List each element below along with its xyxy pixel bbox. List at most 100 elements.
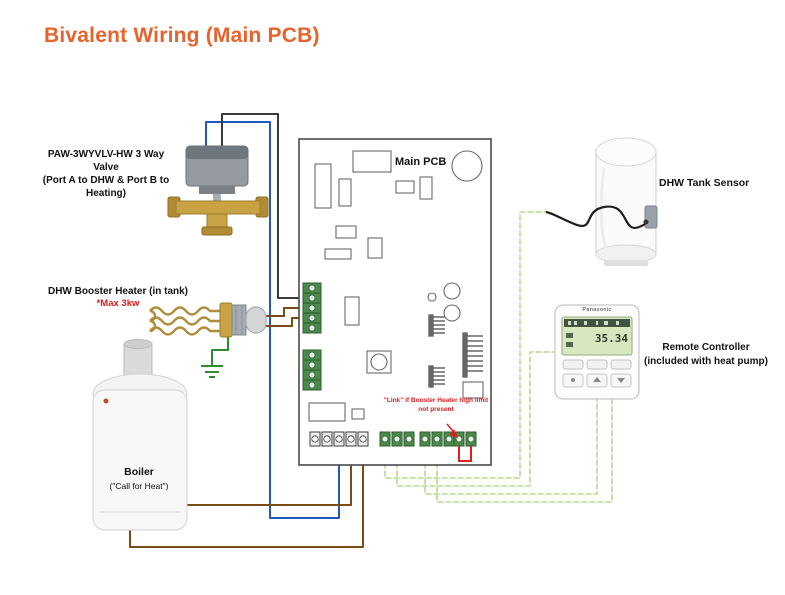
pin-header-pins [433, 367, 445, 385]
pcb-component [352, 150, 392, 173]
wire-boiler-brown-1 [185, 446, 352, 506]
terminal-screw [335, 435, 343, 443]
wire-booster-brown-1 [265, 307, 305, 317]
heater-coil-tube [149, 306, 222, 316]
pcb-capacitor [443, 282, 461, 300]
pcb-terminal-block-left-2 [302, 349, 322, 391]
terminal-screw [308, 314, 316, 322]
terminal-screw [393, 435, 401, 443]
tank-sensor-pocket [644, 205, 658, 229]
terminal-screw [308, 304, 316, 312]
heater-cap [245, 306, 267, 334]
valve-mount [199, 186, 235, 194]
heater-coil-tube [149, 316, 222, 326]
terminal-screw [433, 435, 441, 443]
dhw-tank [545, 137, 658, 266]
terminal-screw [311, 435, 319, 443]
lcd-status-icons [568, 321, 619, 325]
lcd-status-icon [568, 321, 571, 325]
pcb-relay-coil [370, 353, 388, 371]
remote-controller-label: Remote Controller (included with heat pu… [644, 342, 768, 367]
wire-boiler-brown-2 [129, 446, 364, 548]
heater-hex-facets [235, 305, 243, 335]
pin-header-pins [433, 316, 445, 334]
three-way-valve [167, 145, 269, 236]
boiler-label-group: Boiler ("Call for Heat") [96, 466, 182, 491]
remote-down-icon [617, 378, 625, 383]
wire-sensor-dashed-1 [384, 211, 548, 479]
terminal-screw [381, 435, 389, 443]
main-pcb-label: Main PCB [395, 156, 447, 168]
terminal-screw [347, 435, 355, 443]
booster-label-group: DHW Booster Heater (in tank) *Max 3kw [28, 286, 208, 309]
wire-sensor-dashed-4 [436, 398, 613, 503]
terminal-screw [308, 284, 316, 292]
remote-button [586, 359, 608, 370]
pcb-pin-headers [428, 314, 483, 388]
wire-valve-black [221, 113, 305, 299]
valve-stem [213, 194, 221, 201]
wire-sensor-dashed-3 [424, 398, 598, 495]
pcb-components [308, 150, 484, 422]
booster-link-wire [446, 423, 472, 462]
remote-button [610, 359, 632, 370]
remote-brand-label: Panasonic [582, 307, 612, 313]
tank-sensor-label: DHW Tank Sensor [659, 177, 750, 189]
pcb-component [335, 225, 357, 239]
tank-sensor-plug [643, 219, 649, 225]
lcd-status-icon [604, 321, 608, 325]
terminal-screw [308, 371, 316, 379]
tank-sensor-cable [545, 205, 646, 229]
pin-header-spine [428, 365, 434, 388]
terminal-screw [308, 324, 316, 332]
booster-heater [149, 302, 267, 338]
pcb-component [314, 163, 332, 209]
heater-coil-tube [149, 326, 222, 336]
valve-bottom-port [206, 213, 228, 228]
pin-header-spine [428, 314, 434, 337]
boiler-sublabel: ("Call for Heat") [109, 481, 169, 491]
lcd-status-icon [596, 321, 598, 325]
boiler-pilot-light [103, 398, 109, 404]
remote-select-icon [571, 378, 575, 382]
tank-body [595, 149, 657, 255]
booster-label: DHW Booster Heater (in tank) [47, 286, 188, 297]
pcb-component [308, 402, 346, 422]
terminal-screw [308, 351, 316, 359]
heater-coil-bend [149, 319, 157, 333]
valve-actuator-cap [186, 146, 248, 159]
pcb-terminal-strip-bottom [309, 431, 477, 447]
remote-button [562, 359, 584, 370]
pin-header-spine [462, 332, 468, 378]
valve-label: PAW-3WYVLV-HW 3 Way Valve (Port A to DHW… [42, 149, 170, 199]
lcd-status-icon [584, 321, 587, 325]
tank-base [604, 260, 648, 266]
terminal-screw [445, 435, 453, 443]
terminal-screw [308, 361, 316, 369]
heater-coil [149, 306, 222, 336]
pcb-component [367, 237, 383, 259]
boiler-label: Boiler [124, 466, 154, 478]
terminal-screw [308, 381, 316, 389]
pcb-component [419, 176, 433, 200]
remote-up-icon [593, 377, 601, 382]
pcb-terminal-block-left-1 [302, 282, 322, 334]
terminal-screw [421, 435, 429, 443]
pcb-component [395, 180, 415, 194]
heater-hex-nut [231, 304, 247, 336]
tank-highlight [599, 167, 608, 249]
link-note: "Link" if Booster Heater high limit not … [383, 397, 489, 413]
remote-display-value: 35.34 [594, 332, 628, 345]
main-pcb [298, 138, 492, 466]
wires [129, 113, 613, 548]
lcd-mode-icon [566, 342, 573, 347]
pcb-capacitor [443, 304, 461, 322]
pcb-component [338, 178, 352, 207]
remote-buttons-row-1 [562, 359, 632, 370]
valve-brass-body [175, 200, 261, 215]
terminal-screw [359, 435, 367, 443]
tank-top [595, 137, 657, 167]
pcb-capacitor [451, 150, 483, 182]
heater-flange [219, 302, 233, 338]
